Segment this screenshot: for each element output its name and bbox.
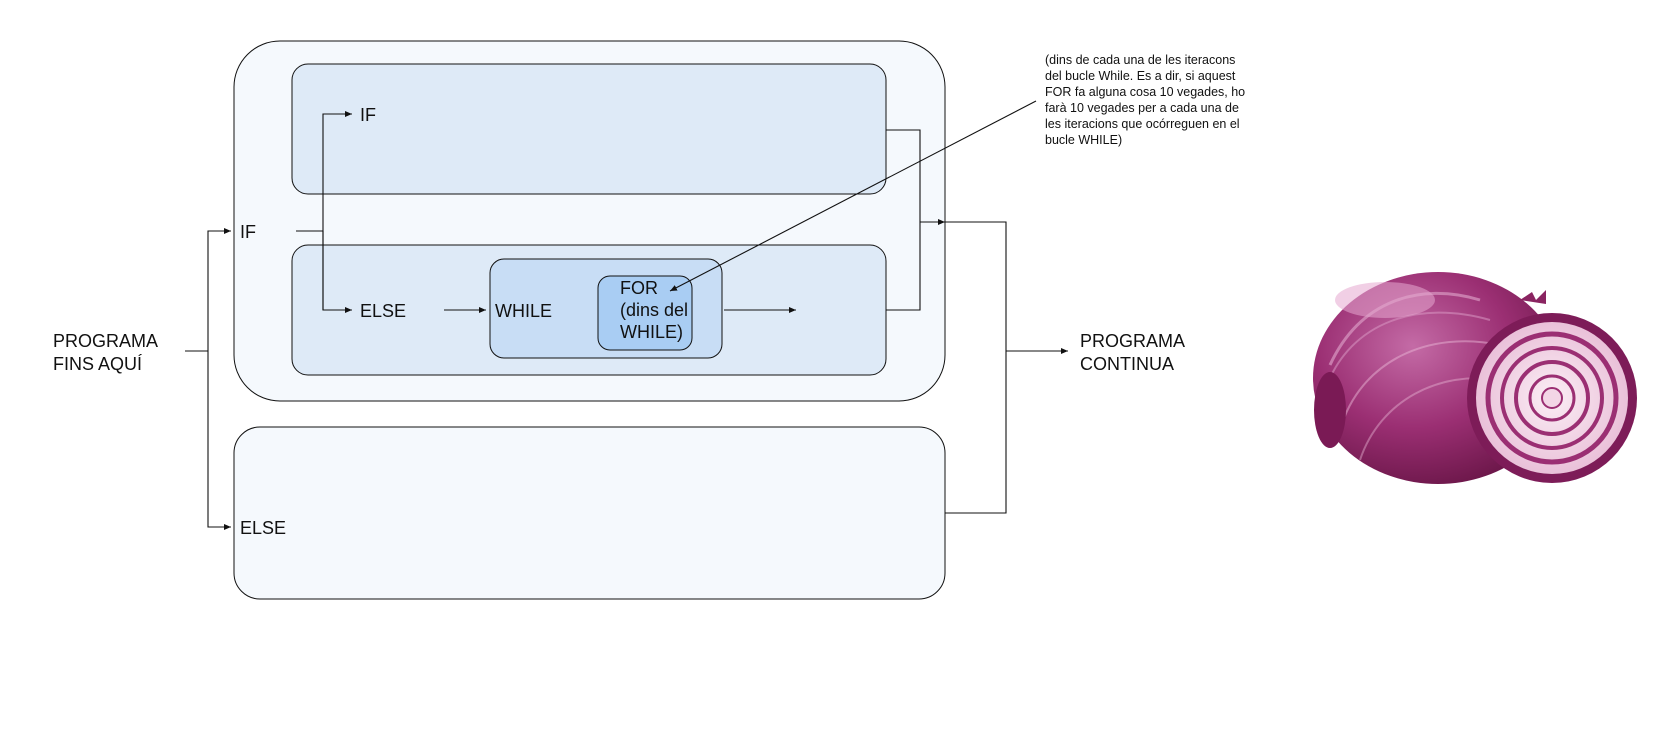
connector-outer-else-out: [945, 351, 1007, 514]
connector-to-inner-else: [322, 231, 352, 313]
annotation-line: les iteracions que ocórreguen en el: [1045, 117, 1240, 131]
annotation-line: (dins de cada una de les iteracons: [1045, 53, 1235, 67]
annotation-text: (dins de cada una de les iteracons del b…: [1045, 53, 1245, 147]
onion-stem: [1520, 290, 1546, 304]
outer-if-label: IF: [240, 222, 256, 242]
annotation-line: del bucle While. Es a dir, si aquest: [1045, 69, 1236, 83]
annotation-line: farà 10 vegades per a cada una de: [1045, 101, 1239, 115]
end-label-line1: PROGRAMA: [1080, 331, 1185, 351]
for-label-line2: (dins del: [620, 300, 688, 320]
annotation-pointer: [669, 100, 1037, 292]
for-label-line1: FOR: [620, 278, 658, 298]
for-box: [597, 275, 693, 351]
outer-else-box: [233, 426, 946, 600]
connector-outer-if-out: [945, 221, 1007, 351]
end-label-line2: CONTINUA: [1080, 354, 1174, 374]
inner-else-label: ELSE: [360, 301, 406, 321]
annotation-line: bucle WHILE): [1045, 133, 1122, 147]
start-label-line1: PROGRAMA: [53, 331, 158, 351]
annotation-line: FOR fa alguna cosa 10 vegades, ho: [1045, 85, 1245, 99]
connector-inner-if-out: [886, 129, 921, 222]
inner-if-box: [291, 63, 887, 195]
inner-if-label: IF: [360, 105, 376, 125]
connector-to-outer-else: [207, 351, 231, 530]
connector-inner-else-out: [886, 222, 921, 311]
start-label-line2: FINS AQUÍ: [53, 354, 142, 374]
connector-to-outer-if: [207, 228, 231, 351]
red-onion-illustration: [1313, 272, 1637, 484]
outer-else-label: ELSE: [240, 518, 286, 538]
for-label-line3: WHILE): [620, 322, 683, 342]
while-label: WHILE: [495, 301, 552, 321]
